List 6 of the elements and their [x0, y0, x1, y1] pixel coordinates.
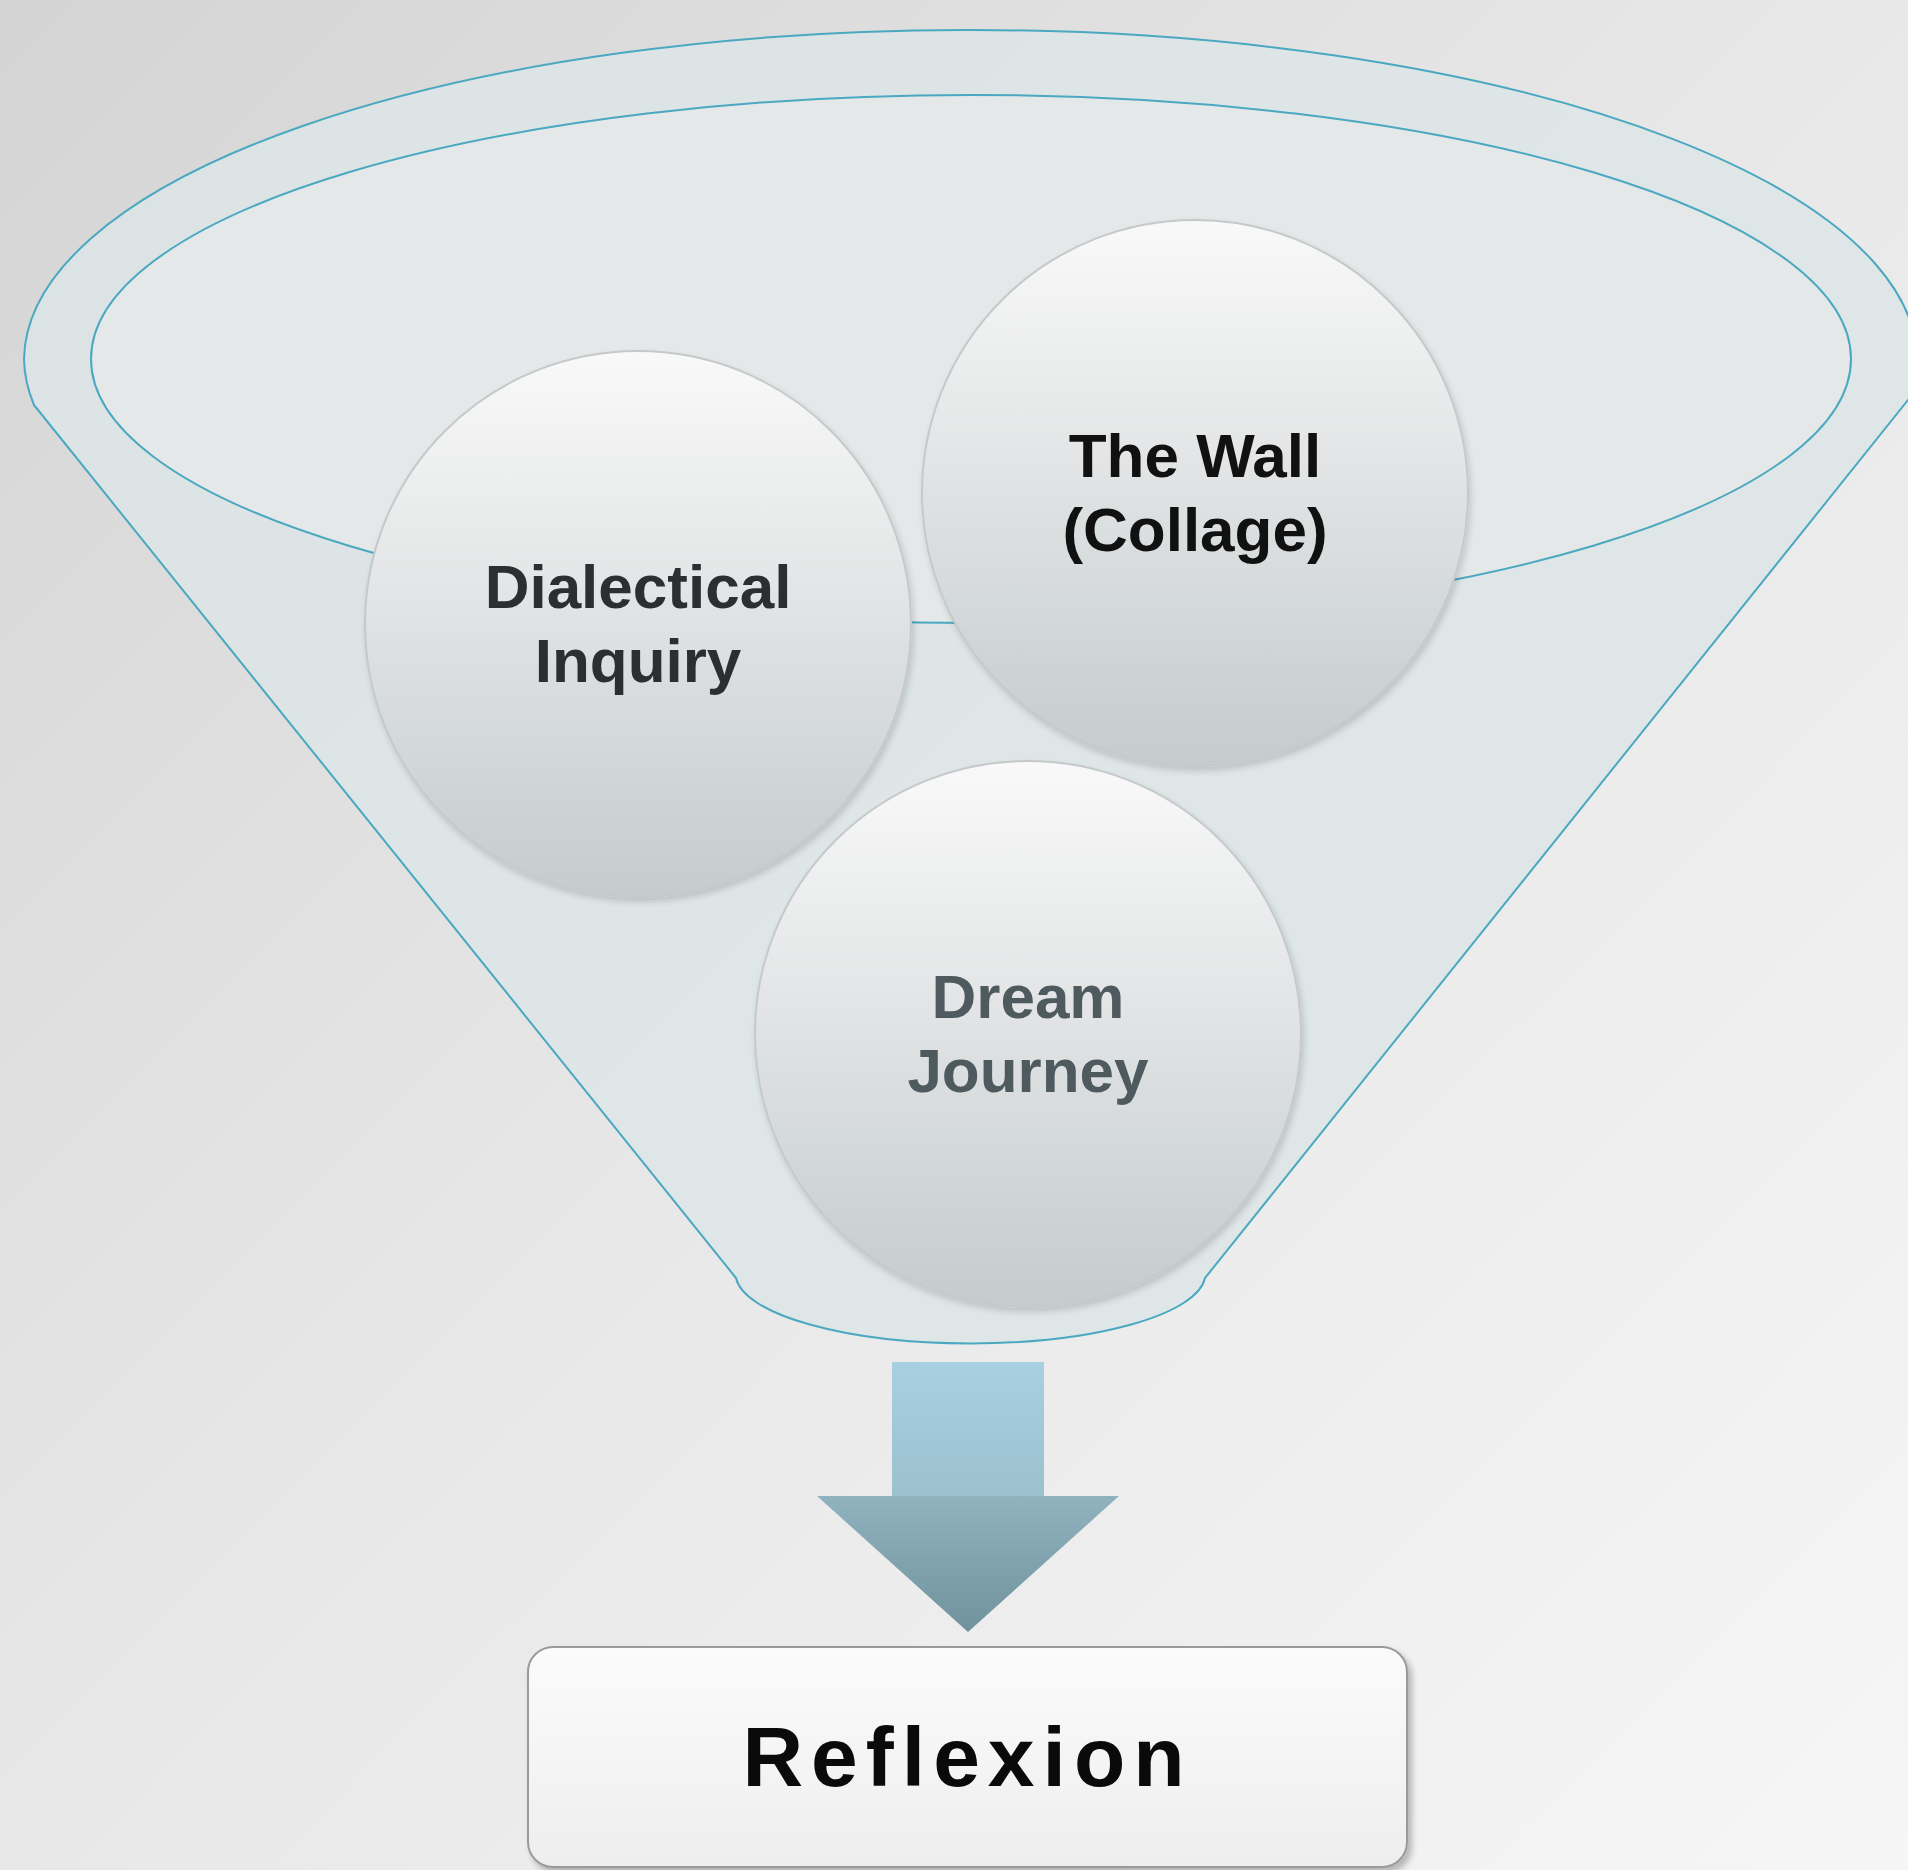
result-label: Reflexion [742, 1708, 1193, 1806]
result-box [527, 1646, 1408, 1868]
node-label: Dialectical Inquiry [483, 550, 793, 697]
block-arrow [817, 1362, 1119, 1632]
node-label: The Wall (Collage) [1061, 419, 1329, 566]
node-label: Dream Journey [906, 960, 1150, 1107]
